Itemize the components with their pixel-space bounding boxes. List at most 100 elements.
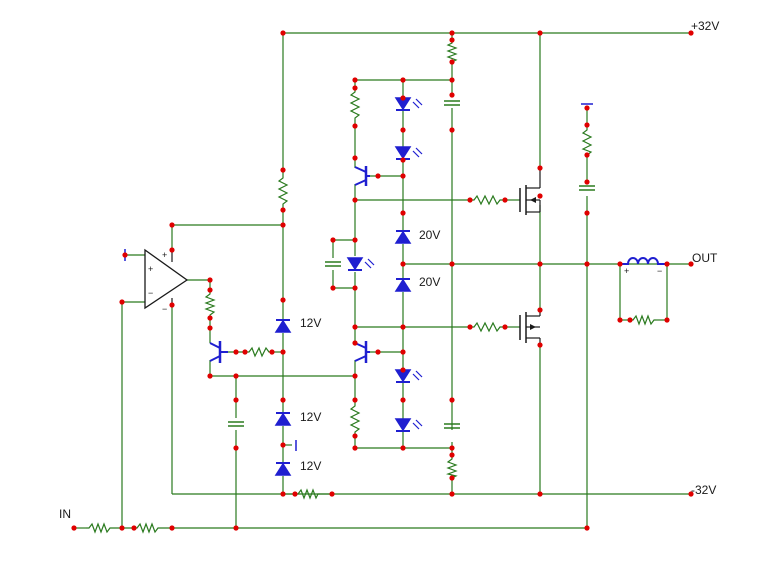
junction-node (352, 123, 358, 129)
junction-node (352, 445, 358, 451)
capacitor-vbe (325, 261, 341, 267)
junction-node (330, 237, 336, 243)
junction-node (207, 315, 213, 321)
ground-symbols (124, 103, 593, 451)
junction-node (449, 127, 455, 133)
junction-node (400, 397, 406, 403)
junction-node (169, 302, 175, 308)
junction-node (467, 324, 473, 330)
junction-node (584, 152, 590, 158)
junction-node (584, 261, 590, 267)
junction-node (280, 222, 286, 228)
junction-node (233, 349, 239, 355)
junction-node (400, 127, 406, 133)
resistor-input-2 (134, 522, 160, 534)
resistor-gate-upper (470, 194, 505, 206)
junction-node (400, 349, 406, 355)
junction-node (233, 525, 239, 531)
capacitor-bottom-bypass (444, 423, 460, 429)
zener-20v-upper (395, 230, 411, 244)
junction-node (449, 92, 455, 98)
junction-node (627, 317, 633, 323)
junction-node (449, 37, 455, 43)
junction-node (664, 261, 670, 267)
junction-node (537, 491, 543, 497)
transistor-bias-upper (354, 166, 370, 186)
junction-node (169, 247, 175, 253)
led-top-1 (395, 97, 423, 111)
diodes (275, 97, 423, 476)
junction-node (688, 491, 694, 497)
output-inductor: + − (620, 257, 667, 276)
resistor-input-1 (86, 522, 112, 534)
junction-node (584, 179, 590, 185)
junction-node (280, 207, 286, 213)
mosfet-lower (519, 310, 541, 345)
resistor-output-damping (630, 314, 656, 326)
junction-node (280, 442, 286, 448)
junction-node (537, 30, 543, 36)
resistor-opamp-output (204, 290, 216, 318)
junction-node (449, 77, 455, 83)
capacitor-top-bypass (444, 100, 460, 106)
junction-node (233, 373, 239, 379)
zener-12v-b (275, 412, 291, 426)
junction-node (352, 340, 358, 346)
junction-node (400, 367, 406, 373)
led-vbe (347, 257, 375, 271)
junction-node (352, 397, 358, 403)
junction-node (502, 197, 508, 203)
resistor-top-rail (446, 40, 458, 63)
out-label: OUT (692, 251, 718, 265)
labels: +32V -32V OUT IN 12V 12V 12V 20V 20V (59, 19, 719, 521)
junction-node (467, 197, 473, 203)
capacitors (228, 100, 595, 429)
junction-node (169, 222, 175, 228)
mosfets (519, 168, 541, 345)
junction-node (207, 277, 213, 283)
junction-node (449, 261, 455, 267)
junction-node (119, 525, 125, 531)
resistor-gate-lower (470, 321, 505, 333)
junction-node (537, 165, 543, 171)
junction-node (233, 445, 239, 451)
junction-node (352, 324, 358, 330)
junction-node (449, 445, 455, 451)
junction-node (131, 525, 137, 531)
junction-node (233, 397, 239, 403)
junction-node (169, 525, 175, 531)
junction-node (400, 210, 406, 216)
junction-node (375, 349, 381, 355)
opamp-minus-label: − (148, 288, 153, 298)
mosfet-upper (519, 168, 541, 215)
junction-node (502, 324, 508, 330)
junction-node (449, 30, 455, 36)
junction-node (664, 317, 670, 323)
junction-node (352, 197, 358, 203)
junction-node (330, 285, 336, 291)
resistor-bias-lower (349, 400, 361, 436)
junction-node (207, 325, 213, 331)
opamp-plus-label: + (148, 264, 153, 274)
zener-20v-upper-label: 20V (419, 228, 440, 242)
junction-node (400, 77, 406, 83)
resistor-feedback (295, 488, 320, 500)
junction-node (584, 525, 590, 531)
junction-node (375, 173, 381, 179)
junction-node (400, 445, 406, 451)
junction-node (400, 261, 406, 267)
junction-node (584, 210, 590, 216)
inductor-plus-label: + (624, 266, 629, 276)
zener-12v-a-label: 12V (300, 316, 321, 330)
junction-node (329, 491, 335, 497)
junction-node (122, 252, 128, 258)
vpos-label: +32V (691, 19, 719, 33)
opamp-vminus-label: − (162, 304, 167, 314)
junction-nodes (71, 30, 694, 531)
resistor-opamp-supply (277, 170, 289, 210)
junction-node (207, 287, 213, 293)
resistors (86, 40, 656, 534)
junction-node (280, 30, 286, 36)
junction-node (280, 167, 286, 173)
junction-node (449, 475, 455, 481)
